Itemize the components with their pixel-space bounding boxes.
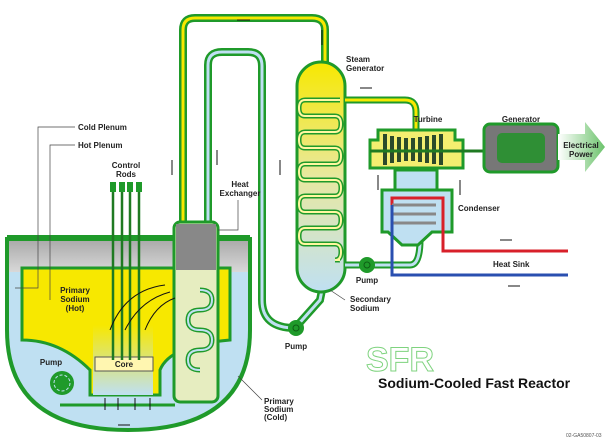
secondary-pump [359, 257, 375, 273]
electrical-power-label-2: Power [569, 150, 593, 159]
secondary-sodium-label-2: Sodium [350, 304, 379, 313]
turbine-label: Turbine [414, 115, 443, 124]
intermediate-loop [179, 14, 329, 395]
primary-hot-label-3: (Hot) [66, 304, 85, 313]
heat-exchanger-label-2: Exchanger [220, 189, 261, 198]
generator-label: Generator [502, 115, 540, 124]
hot-plenum-label: Hot Plenum [78, 141, 122, 150]
core [94, 356, 154, 372]
flow-arrows [104, 19, 372, 426]
primary-hot-label: Primary [60, 286, 90, 295]
leader-lines [15, 126, 346, 401]
cold-plenum-label: Cold Plenum [78, 123, 127, 132]
primary-pump [50, 371, 74, 395]
figure-code: 02-GA50807-03 [566, 433, 602, 439]
generator [482, 122, 560, 174]
control-rods-label-2: Rods [116, 170, 137, 179]
heat-sink-label: Heat Sink [493, 260, 530, 269]
steam-generator [295, 60, 347, 294]
heat-exchanger [172, 220, 220, 404]
condenser-label: Condenser [458, 204, 500, 213]
intermediate-pump-label: Pump [285, 342, 307, 351]
condenser [380, 188, 568, 277]
sfr-logo: SFR [366, 341, 434, 379]
core-label: Core [115, 360, 134, 369]
electrical-power-label: Electrical [563, 141, 599, 150]
turbine [368, 128, 485, 192]
control-rods [110, 182, 142, 360]
diagram-title: Sodium-Cooled Fast Reactor [378, 375, 571, 391]
steam-generator-label: Steam [346, 55, 370, 64]
primary-cold-label-3: (Cold) [264, 413, 287, 422]
primary-cold-label-2: Sodium [264, 405, 293, 414]
secondary-sodium-label: Secondary [350, 295, 391, 304]
steam-generator-label-2: Generator [346, 64, 384, 73]
electrical-power-arrow [558, 122, 605, 172]
primary-cold-label: Primary [264, 397, 294, 406]
secondary-pump-label: Pump [356, 276, 378, 285]
primary-hot-label-2: Sodium [60, 295, 89, 304]
primary-pump-label: Pump [40, 358, 62, 367]
control-rods-label: Control [112, 161, 140, 170]
intermediate-pump [288, 320, 304, 336]
heat-exchanger-label: Heat [231, 180, 249, 189]
